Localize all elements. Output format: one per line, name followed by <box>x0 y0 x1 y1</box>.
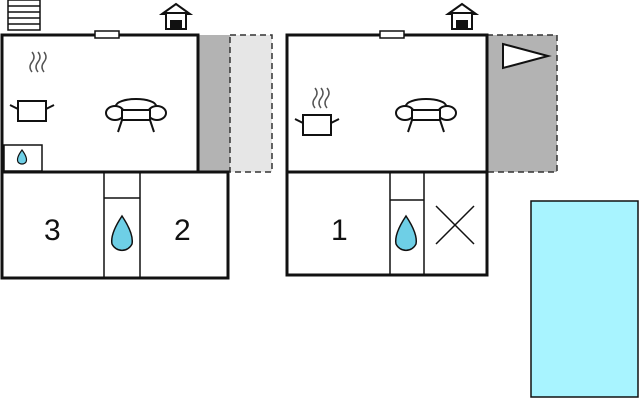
cooking-pot-icon <box>294 87 340 136</box>
room-label-2: 2 <box>174 214 191 247</box>
window <box>379 30 405 39</box>
cooking-pot-icon <box>9 51 55 122</box>
shower-drop-icon <box>394 214 418 252</box>
sofa-icon <box>105 98 167 133</box>
stairs-icon <box>7 0 41 31</box>
sofa-icon <box>395 98 457 133</box>
sink-icon <box>3 144 43 172</box>
swimming-pool <box>530 200 639 398</box>
left-unit: 3 2 <box>0 0 273 280</box>
terrace-dark <box>198 35 230 172</box>
living-area <box>285 33 489 174</box>
shower-drop-icon <box>110 214 134 252</box>
room-label-3: 3 <box>44 214 61 247</box>
terrace-light <box>229 34 273 173</box>
room-label-1: 1 <box>331 214 348 247</box>
bedroom-block <box>0 170 230 280</box>
right-unit: 1 <box>285 2 558 277</box>
flag-icon <box>502 42 552 70</box>
house-entrance-icon <box>444 2 480 30</box>
house-entrance-icon <box>158 2 194 30</box>
x-mark-icon <box>435 205 475 245</box>
window <box>94 30 120 39</box>
